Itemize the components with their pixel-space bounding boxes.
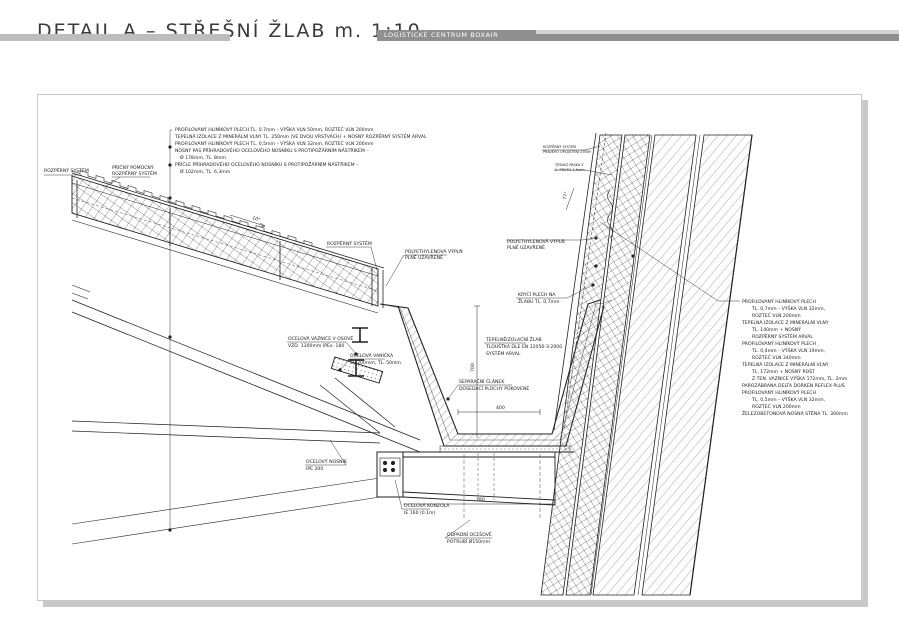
top-note-1: PROFILOVANÝ HLINÍKOVÝ PLECH TL. 0,7mm – … (175, 126, 374, 133)
right-note-16: ROZTEČ VLN 200mm (752, 403, 801, 410)
label-pricny-pomocny: PŘÍČNÝ POMOCNÝ (112, 163, 154, 171)
label-polyethylen-1b: PLNĚ UZAVŘENÉ (405, 253, 443, 261)
dim-700: 700 (470, 363, 476, 372)
label-vaznice-2: VZD. 1300mm IPEx. 180 (288, 343, 344, 349)
top-note-6: PŘÍČLE PŘÍHRADOVÉHO OCELOVÉHO NOSNÍKU S … (175, 160, 359, 168)
top-note-3: PROFILOVANÝ HLINÍKOVÝ PLECH TL. 0,5mm – … (175, 140, 374, 147)
label-zlab-2: TLOUŠŤKA DLE EN 12056-3:2000 (485, 342, 562, 350)
right-note-6: ROZPĚRNÝ SYSTÉM ARVAL (752, 332, 813, 340)
label-odpadni-2: POTRUBÍ Ø150mm (447, 538, 491, 545)
right-note-3: ROZTEČ VLN 200mm (752, 312, 801, 319)
label-pricny-pomocny-2: ROZPĚRNÝ SYSTÉM (112, 169, 157, 177)
purlin-ipe (330, 327, 384, 384)
right-note-13: PAROZÁBRANA DELTA DORKEN REFLEX PLUS (742, 382, 845, 389)
label-wall-small-3: TĚSNICÍ PÁSKA Z (554, 162, 584, 167)
right-note-11: TL. 172mm + NOSNÝ ROŠT (751, 368, 815, 375)
right-note-2: TL. 0,7mm – VÝŠKA VLN 32mm, (751, 305, 826, 312)
label-vanicka-2: ŠÍ. 200mm, TL. 50mm (350, 359, 401, 366)
label-vaznice-1: OCELOVÁ VAZNICE V OSOVÉ (288, 334, 353, 342)
right-note-14: PROFILOVANÝ HLINÍKOVÝ PLECH (742, 389, 816, 396)
label-nosnik-1: OCELOVÝ NOSNÍK (306, 458, 348, 465)
dim-400: 400 (496, 405, 505, 411)
label-konzola-1: OCELOVÁ KONZOLA (404, 502, 450, 509)
label-odpadni-1: ODPADNÍ OCEŠOVÉ (447, 530, 492, 538)
callouts: ROZPĚRNÝ SYSTÉM PŘÍČNÝ POMOCNÝ ROZPĚRNÝ … (44, 144, 592, 545)
subtitle-bar-highlight (536, 30, 899, 34)
leader-lines (44, 129, 740, 539)
label-separacni-2: DOSEDACÍ PLOCHY POKOVENÉ (459, 384, 529, 392)
title-underline (0, 34, 230, 41)
top-note-5: Ø 178mm, TL. 8mm (180, 154, 226, 161)
right-note-17: ŽELEZOBETONOVÁ NOSNÁ STĚNA TL. 300mm (742, 409, 848, 417)
project-subtitle: LOGISTICKÉ CENTRUM BOXAIR (384, 31, 499, 39)
top-notes: PROFILOVANÝ HLINÍKOVÝ PLECH TL. 0,7mm – … (174, 126, 427, 175)
right-note-12: Z TEN. VAZNICE VÝŠKA 172mm, TL. 2mm (752, 375, 848, 382)
subtitle-bar (377, 30, 899, 41)
dim-slope-roof: 10° (251, 215, 261, 223)
right-note-5: TL. 140mm + NOSNÝ (751, 326, 801, 333)
label-polyethylen-2b: PLNĚ UZAVŘENÉ (507, 243, 545, 251)
label-rozperny-mid: ROZPĚRNÝ SYSTÉM (327, 239, 372, 247)
right-note-9: ROZTEČ VLN 340mm (752, 354, 801, 361)
label-wall-small-4: Č. PROFIL 1,5mm (555, 167, 585, 172)
label-kryci-2: ŽLABU TL. 0,7mm (518, 297, 560, 305)
wall-cladding (540, 132, 753, 596)
dim-780: 780 (476, 497, 485, 503)
label-rozperny-left: ROZPĚRNÝ SYSTÉM (44, 166, 89, 174)
truss (71, 284, 421, 545)
label-polyethylen-2: POLYETHYLENOVÁ VÝPLŇ (507, 238, 565, 245)
label-vanicka-1: OCELOVÁ VANIČKA (350, 352, 394, 359)
label-polyethylen-1: POLYETHYLENOVÁ VÝPLŇ (405, 248, 463, 255)
dimension-text: 400 780 700 10° 77° (251, 191, 569, 503)
label-wall-small-2: PRAVÉHO OPLÁŠTĚNÍ STĚNY (543, 149, 592, 154)
right-note-1: PROFILOVANÝ HLINÍKOVÝ PLECH (742, 298, 816, 305)
right-note-15: TL. 0,5mm – VÝŠKA VLN 32mm, (751, 396, 826, 403)
label-kryci-1: KRYCÍ PLECH NA (518, 291, 556, 298)
label-konzola-2: IE 160 (0.1m) (404, 510, 436, 516)
label-zlab-3: SYSTÉM ARVAL (486, 349, 521, 357)
label-separacni-1: SEPARAČNÍ ČLÁNEK (459, 378, 505, 385)
top-note-2: TEPELNÁ IZOLACE Z MINERÁLNÍ VLNY TL. 250… (174, 132, 427, 140)
label-zlab-1: TEPELNĚIZOLAČNÍ ŽLAB (485, 335, 542, 343)
steel-console (376, 451, 556, 520)
right-note-7: PROFILOVANÝ HLINÍKOVÝ PLECH (742, 340, 816, 347)
right-notes: PROFILOVANÝ HLINÍKOVÝ PLECH TL. 0,7mm – … (741, 298, 848, 417)
top-note-7: Ø 102mm, TL. 6,3mm (180, 168, 231, 175)
label-wall-small-1: ROZPĚRNÝ SYSTÉM (543, 144, 576, 149)
leader-dots (168, 145, 635, 532)
right-note-4: TEPELNÁ IZOLACE Z MINERÁLNÍ VLNY (741, 319, 829, 326)
right-note-10: TEPELNÁ IZOLACE Z MINERÁLNÍ VLNY (741, 361, 829, 368)
right-note-8: TL. 0,4mm – VÝŠKA VLN 19mm, (751, 347, 826, 354)
roof-panel (71, 170, 385, 314)
top-note-4: NOSNÝ PAS PŘÍHRADOVÉHO OCELOVÉHO NOSNÍKU… (175, 146, 369, 154)
dimensions (229, 187, 575, 505)
label-nosnik-2: IPE 200 (306, 466, 323, 472)
dim-slope-wall: 77° (562, 191, 570, 200)
